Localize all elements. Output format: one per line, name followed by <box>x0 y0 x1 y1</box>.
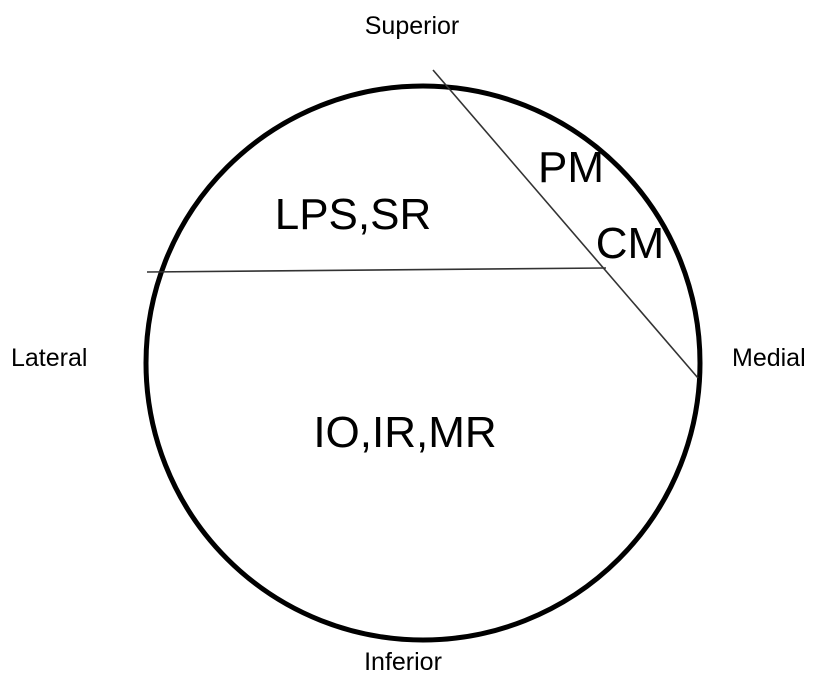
superior-label: Superior <box>365 12 460 40</box>
orbit-circle <box>143 83 703 643</box>
diagonal-divider <box>432 69 699 379</box>
horizontal-divider <box>146 267 607 273</box>
lateral-label: Lateral <box>11 344 87 372</box>
medial-label: Medial <box>732 344 806 372</box>
region-label-io-ir-mr: IO,IR,MR <box>313 408 496 457</box>
region-label-cm: CM <box>596 219 664 268</box>
region-label-lps-sr: LPS,SR <box>275 190 432 239</box>
region-label-pm: PM <box>538 143 604 192</box>
inferior-label: Inferior <box>364 648 442 676</box>
